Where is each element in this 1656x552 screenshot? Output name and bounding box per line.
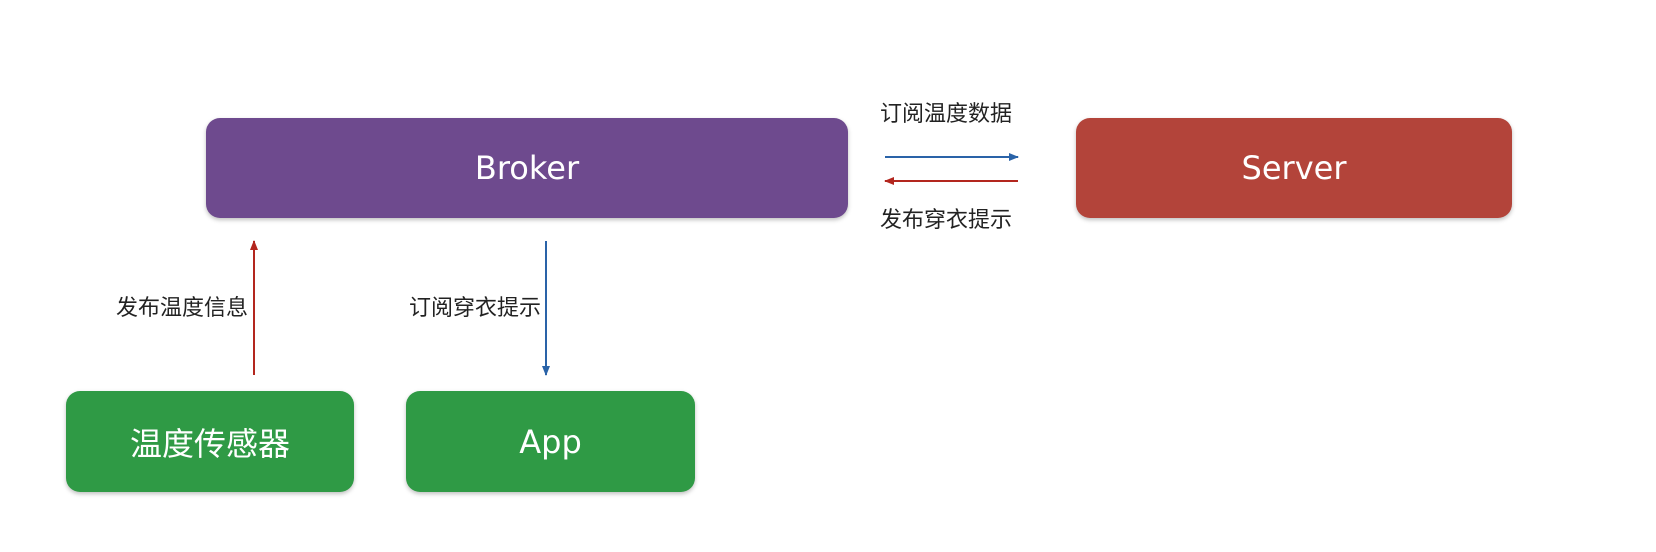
edge-label-subscribe-clothing-tip: 订阅穿衣提示: [409, 296, 542, 321]
edge-label-publish-clothing-tip: 发布穿衣提示: [880, 208, 1013, 233]
broker-node: Broker: [206, 118, 848, 218]
edge-label-publish-temperature: 发布温度信息: [116, 296, 249, 321]
app-label: App: [519, 422, 582, 461]
temperature-sensor-node: 温度传感器: [66, 391, 354, 492]
edge-label-subscribe-temperature: 订阅温度数据: [880, 102, 1013, 127]
server-node: Server: [1076, 118, 1512, 218]
app-node: App: [406, 391, 695, 492]
server-label: Server: [1241, 149, 1347, 187]
temperature-sensor-label: 温度传感器: [129, 424, 290, 463]
broker-label: Broker: [474, 149, 580, 187]
